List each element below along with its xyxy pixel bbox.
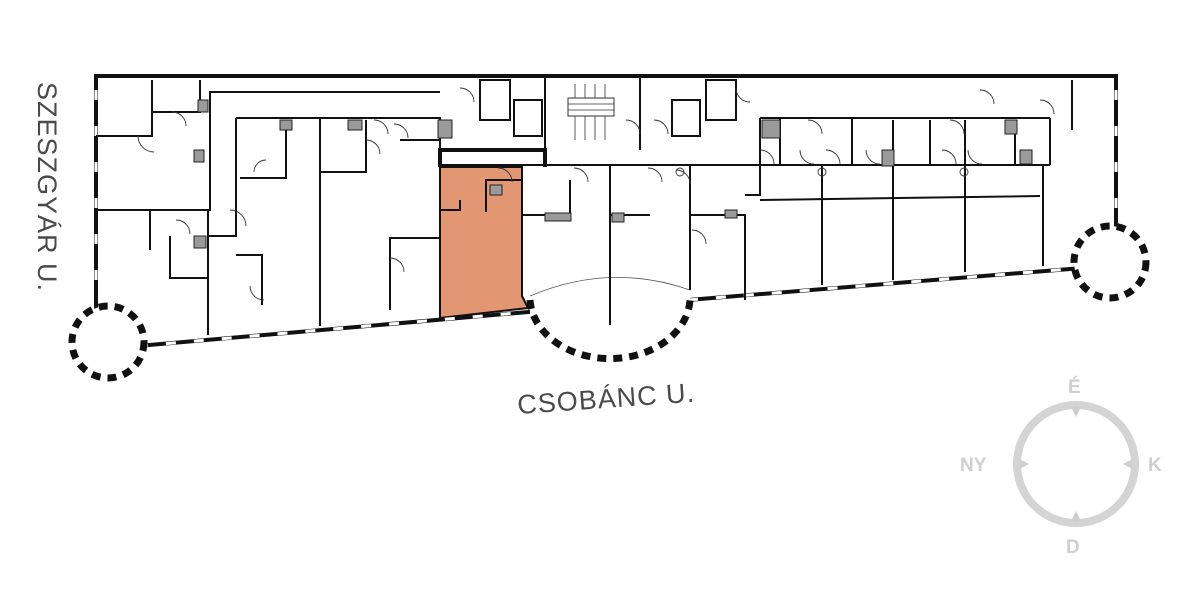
interior-walls	[96, 76, 1073, 335]
compass-south-label: D	[1066, 537, 1080, 558]
compass-west-label: NY	[960, 455, 987, 476]
compass-tick-north	[1071, 407, 1081, 417]
doors	[137, 87, 1055, 301]
compass-tick-south	[1071, 511, 1081, 521]
facade-windows	[94, 90, 1118, 348]
compass-tick-west	[1019, 459, 1029, 469]
service-shafts	[193, 99, 1033, 249]
compass-east-label: K	[1148, 455, 1162, 476]
street-label-west: SZESZGYÁR U.	[32, 82, 62, 292]
compass-ring	[1013, 401, 1139, 527]
compass-tick-east	[1123, 459, 1133, 469]
street-label-south: CSOBÁNC U.	[516, 378, 696, 420]
west-corner-tower	[68, 302, 148, 382]
highlighted-unit[interactable]	[439, 166, 530, 320]
east-corner-tower	[1070, 222, 1150, 302]
compass: É D NY K	[960, 376, 1162, 558]
compass-north-label: É	[1068, 376, 1081, 398]
